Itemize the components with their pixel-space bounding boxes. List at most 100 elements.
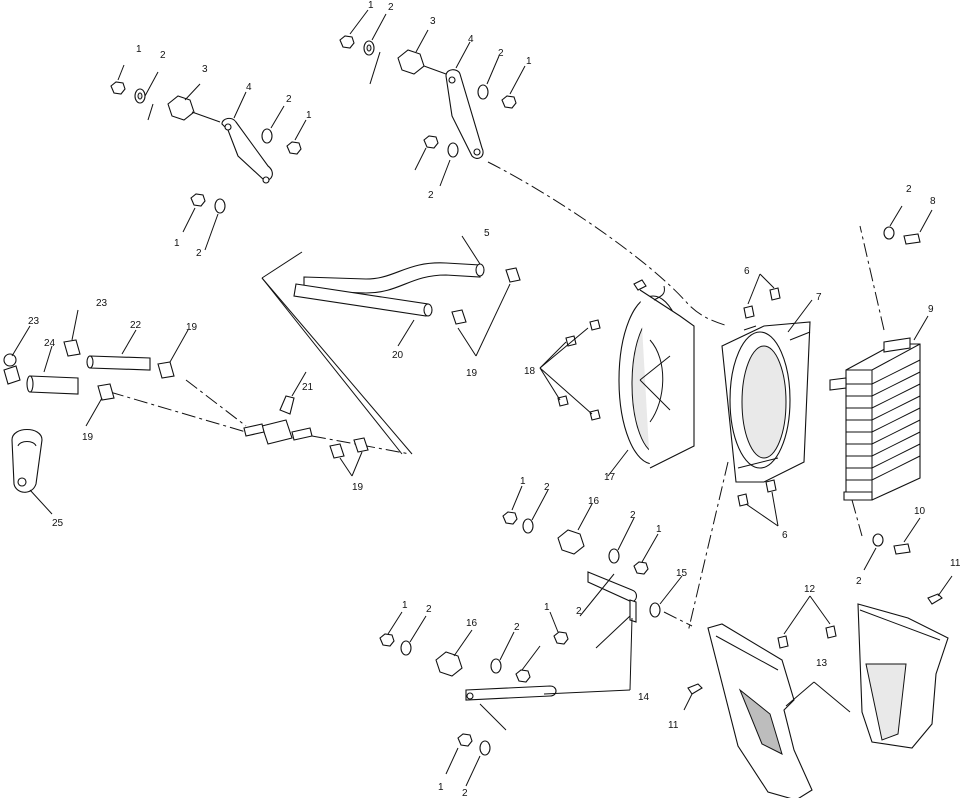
nut bbox=[379, 633, 395, 647]
callout-c11: 3 bbox=[430, 16, 436, 27]
callout-c30: 18 bbox=[524, 366, 536, 377]
callout-c49: 2 bbox=[514, 622, 520, 633]
callout-c54: 12 bbox=[804, 584, 816, 595]
callout-c34: 9 bbox=[928, 304, 934, 315]
bracket bbox=[445, 69, 484, 159]
callout-c32: 2 bbox=[906, 184, 912, 195]
callout-c19: 23 bbox=[96, 298, 108, 309]
nut bbox=[339, 35, 355, 49]
washer bbox=[608, 548, 620, 564]
bracket bbox=[465, 685, 557, 701]
callout-c10: 2 bbox=[388, 2, 394, 13]
washer bbox=[479, 740, 491, 756]
callout-c16: 5 bbox=[484, 228, 490, 239]
callout-c56: 11 bbox=[668, 720, 679, 731]
callout-c5: 2 bbox=[286, 94, 292, 105]
callout-labels: 1 2 3 4 2 1 1 2 1 2 3 4 2 1 2 5 20 19 23… bbox=[28, 0, 961, 799]
callout-c14: 1 bbox=[526, 56, 532, 67]
callout-c39: 1 bbox=[520, 476, 526, 487]
callout-c12: 4 bbox=[468, 34, 474, 45]
callout-c4: 4 bbox=[246, 82, 252, 93]
nut bbox=[423, 135, 439, 149]
fan-shroud bbox=[487, 161, 813, 633]
callout-c26: 19 bbox=[352, 482, 364, 493]
callout-c28: 6 bbox=[744, 266, 750, 277]
air-deflectors bbox=[683, 575, 953, 801]
callout-c36: 10 bbox=[914, 506, 926, 517]
hose-assembly bbox=[3, 235, 521, 515]
upper-center-bracket-assembly bbox=[339, 9, 526, 187]
callout-c45: 2 bbox=[576, 606, 582, 617]
hose-elbow bbox=[29, 375, 79, 395]
washer bbox=[214, 198, 226, 214]
cooling-fan bbox=[607, 279, 695, 477]
callout-c48: 16 bbox=[466, 618, 478, 629]
nut bbox=[110, 81, 126, 95]
hose-clamp bbox=[505, 267, 521, 283]
nut bbox=[633, 561, 649, 575]
callout-c15: 2 bbox=[428, 190, 434, 201]
callout-c40: 2 bbox=[544, 482, 550, 493]
callout-c31: 17 bbox=[604, 472, 616, 483]
callout-c52: 1 bbox=[438, 782, 444, 793]
callout-c23: 19 bbox=[186, 322, 198, 333]
callout-c8: 2 bbox=[196, 248, 202, 259]
washer bbox=[261, 128, 273, 144]
callout-c1: 1 bbox=[136, 44, 142, 55]
callout-c55: 13 bbox=[816, 658, 828, 669]
hose-clamp bbox=[329, 443, 345, 459]
callout-c53: 2 bbox=[462, 788, 468, 798]
rubber-mount bbox=[435, 651, 463, 677]
nut bbox=[553, 631, 569, 645]
hose-clamp bbox=[353, 437, 369, 453]
hose-lower bbox=[293, 283, 429, 317]
hose-clamp bbox=[3, 365, 21, 385]
lower-bracket-assembly-left bbox=[379, 611, 633, 787]
nut bbox=[286, 141, 302, 155]
nut bbox=[457, 733, 473, 747]
washer bbox=[522, 518, 534, 534]
nut bbox=[501, 95, 517, 109]
callout-c7: 1 bbox=[174, 238, 180, 249]
callout-c37: 2 bbox=[856, 576, 862, 587]
radiator bbox=[829, 205, 933, 571]
nut bbox=[190, 193, 206, 207]
hose-clamp bbox=[157, 361, 175, 379]
callout-c43: 1 bbox=[656, 524, 662, 535]
nut bbox=[502, 511, 518, 525]
callout-c46: 1 bbox=[402, 600, 408, 611]
lower-bracket-assembly-right bbox=[502, 485, 693, 649]
hose-clamp bbox=[63, 339, 81, 357]
callout-c3: 3 bbox=[202, 64, 208, 75]
callout-c41: 16 bbox=[588, 496, 600, 507]
callout-c29: 7 bbox=[816, 292, 822, 303]
washer bbox=[477, 84, 489, 100]
callout-c17: 20 bbox=[392, 350, 404, 361]
hose-clamp bbox=[97, 383, 115, 401]
callout-c20: 23 bbox=[28, 316, 40, 327]
callout-c38: 11 bbox=[950, 558, 961, 569]
callout-c6: 1 bbox=[306, 110, 312, 121]
washer bbox=[649, 602, 661, 618]
rubber-mount bbox=[397, 49, 425, 75]
callout-c25: 19 bbox=[82, 432, 94, 443]
callout-c50: 1 bbox=[544, 602, 550, 613]
hose-upper bbox=[303, 262, 481, 294]
mounting-strap bbox=[11, 428, 43, 493]
hose-clamp bbox=[451, 309, 467, 325]
callout-c35: 6 bbox=[782, 530, 788, 541]
upper-left-bracket-assembly bbox=[110, 64, 307, 251]
callout-c9: 1 bbox=[368, 0, 374, 11]
rubber-mount bbox=[167, 95, 195, 121]
callout-c21: 24 bbox=[44, 338, 56, 349]
callout-c22: 22 bbox=[130, 320, 142, 331]
callout-c42: 2 bbox=[630, 510, 636, 521]
callout-c44: 15 bbox=[676, 568, 688, 579]
callout-c2: 2 bbox=[160, 50, 166, 61]
radiator-fins bbox=[846, 359, 921, 481]
rubber-mount bbox=[557, 529, 585, 555]
callout-c47: 2 bbox=[426, 604, 432, 615]
washer bbox=[447, 142, 459, 158]
